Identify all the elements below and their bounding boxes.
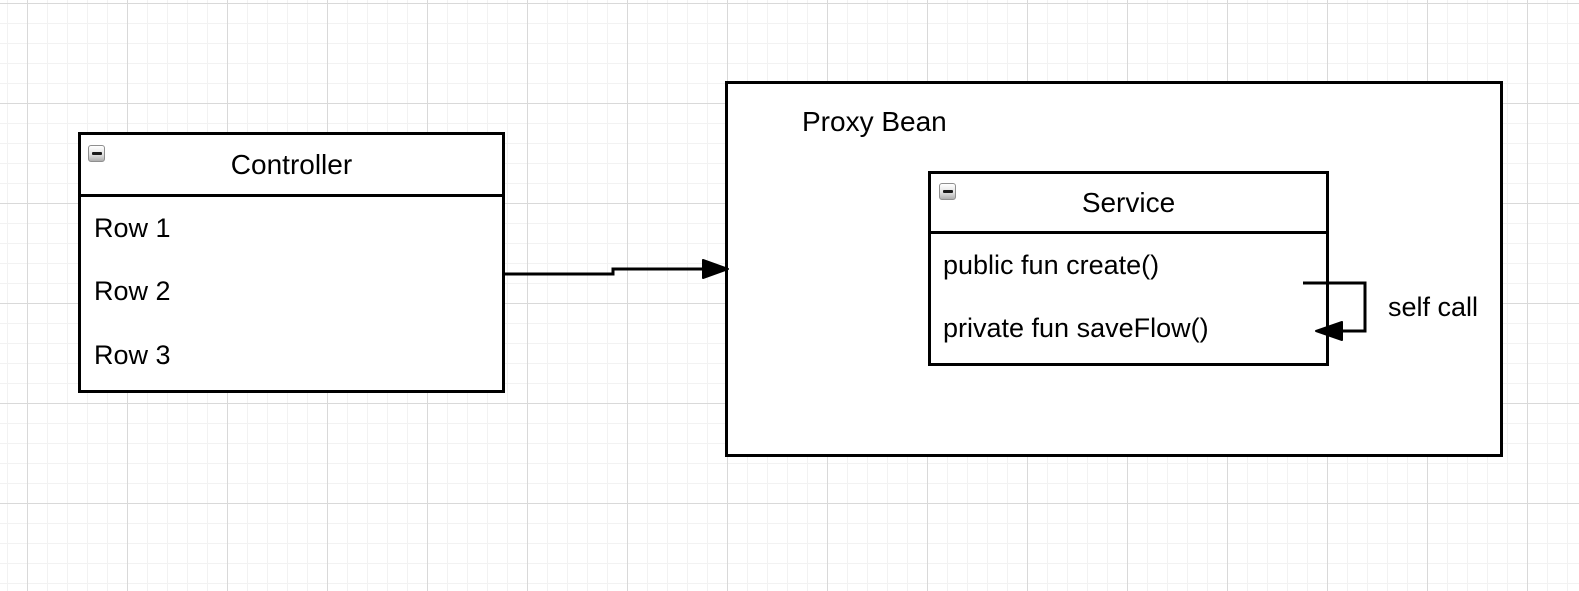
service-node[interactable]: Service public fun create() private fun …	[928, 171, 1329, 366]
list-item[interactable]: Row 1	[94, 213, 171, 244]
controller-rows: Row 1 Row 2 Row 3	[81, 197, 502, 387]
list-item[interactable]: public fun create()	[943, 250, 1160, 280]
proxy-bean-title: Proxy Bean	[802, 106, 947, 137]
edge-controller-to-service[interactable]	[504, 259, 729, 279]
proxy-bean-container[interactable]: Proxy Bean Service public fun create() p…	[725, 81, 1503, 457]
service-rows: public fun create() private fun saveFlow…	[931, 234, 1326, 360]
collapse-minus-icon[interactable]	[88, 145, 105, 162]
collapse-minus-icon[interactable]	[939, 183, 956, 200]
service-title: Service	[1081, 186, 1176, 218]
self-call-edge-label: self call	[1388, 292, 1479, 322]
controller-node[interactable]: Controller Row 1 Row 2 Row 3	[78, 132, 505, 393]
minus-icon	[91, 152, 102, 155]
minus-icon	[942, 190, 953, 193]
list-item[interactable]: private fun saveFlow()	[943, 313, 1209, 343]
controller-header[interactable]: Controller	[81, 135, 502, 197]
service-header[interactable]: Service	[931, 174, 1326, 234]
list-item[interactable]: Row 2	[94, 276, 171, 307]
controller-title: Controller	[230, 148, 353, 180]
list-item[interactable]: Row 3	[94, 339, 171, 370]
